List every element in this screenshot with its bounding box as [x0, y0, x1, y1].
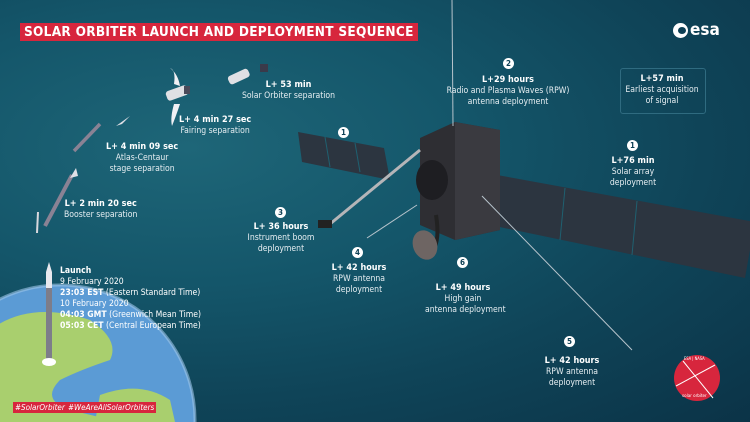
- event-solar-array-deployment: L+76 min Solar array deployment: [609, 156, 657, 188]
- mission-badge-bottom: solar orbiter: [682, 394, 707, 399]
- launch-info: Launch 9 February 2020 23:03 EST (Easter…: [60, 266, 202, 331]
- event-atlas-centaur-separation: L+ 4 min 09 sec Atlas-Centaur stage sepa…: [106, 142, 179, 174]
- page-title: SOLAR ORBITER LAUNCH AND DEPLOYMENT SEQU…: [20, 23, 418, 41]
- step-number-badge: 2: [503, 58, 514, 69]
- event-rpw-antenna-deployment-5: L+ 42 hours RPW antenna deployment: [544, 356, 600, 388]
- event-high-gain-antenna-deployment: L+ 49 hours High gain antenna deployment: [425, 283, 506, 315]
- signal-box: [620, 68, 706, 114]
- event-booster-separation: L+ 2 min 20 sec Booster separation: [64, 199, 138, 220]
- fairing-illustration: [165, 68, 190, 126]
- esa-logo-text: esa: [690, 20, 720, 40]
- mission-badge-icon: [674, 355, 720, 401]
- event-rpw-antenna-deployment-4: L+ 42 hours RPW antenna deployment: [331, 263, 387, 295]
- mission-badge-top: ESA | NASA: [684, 356, 705, 361]
- separation-illustration: [227, 64, 268, 85]
- event-fairing-separation: L+ 4 min 27 sec Fairing separation: [179, 115, 252, 136]
- esa-logo: esa: [673, 20, 720, 40]
- hashtag-weareallsolarorbiters: #WeAreAllSolarOrbiters: [66, 402, 157, 413]
- hashtag-solarorbiter: #SolarOrbiter: [13, 402, 67, 413]
- step-number-badge: 1: [627, 140, 638, 151]
- launch-rocket: [42, 262, 56, 366]
- spacecraft-illustration: [298, 0, 750, 351]
- step-number-badge: 3: [275, 207, 286, 218]
- step-number-badge: 1: [338, 127, 349, 138]
- step-number-badge: 6: [457, 257, 468, 268]
- event-acquisition-of-signal: L+57 min Earliest acquisition of signal: [625, 74, 699, 106]
- rocket-stages: [43, 116, 130, 227]
- event-rpw-antenna-deployment: L+29 hours Radio and Plasma Waves (RPW) …: [446, 75, 570, 107]
- esa-logo-icon: [673, 22, 688, 38]
- event-instrument-boom-deployment: L+ 36 hours Instrument boom deployment: [247, 222, 315, 254]
- step-number-badge: 4: [352, 247, 363, 258]
- step-number-badge: 5: [564, 336, 575, 347]
- event-solar-orbiter-separation: L+ 53 min Solar Orbiter separation: [242, 80, 336, 101]
